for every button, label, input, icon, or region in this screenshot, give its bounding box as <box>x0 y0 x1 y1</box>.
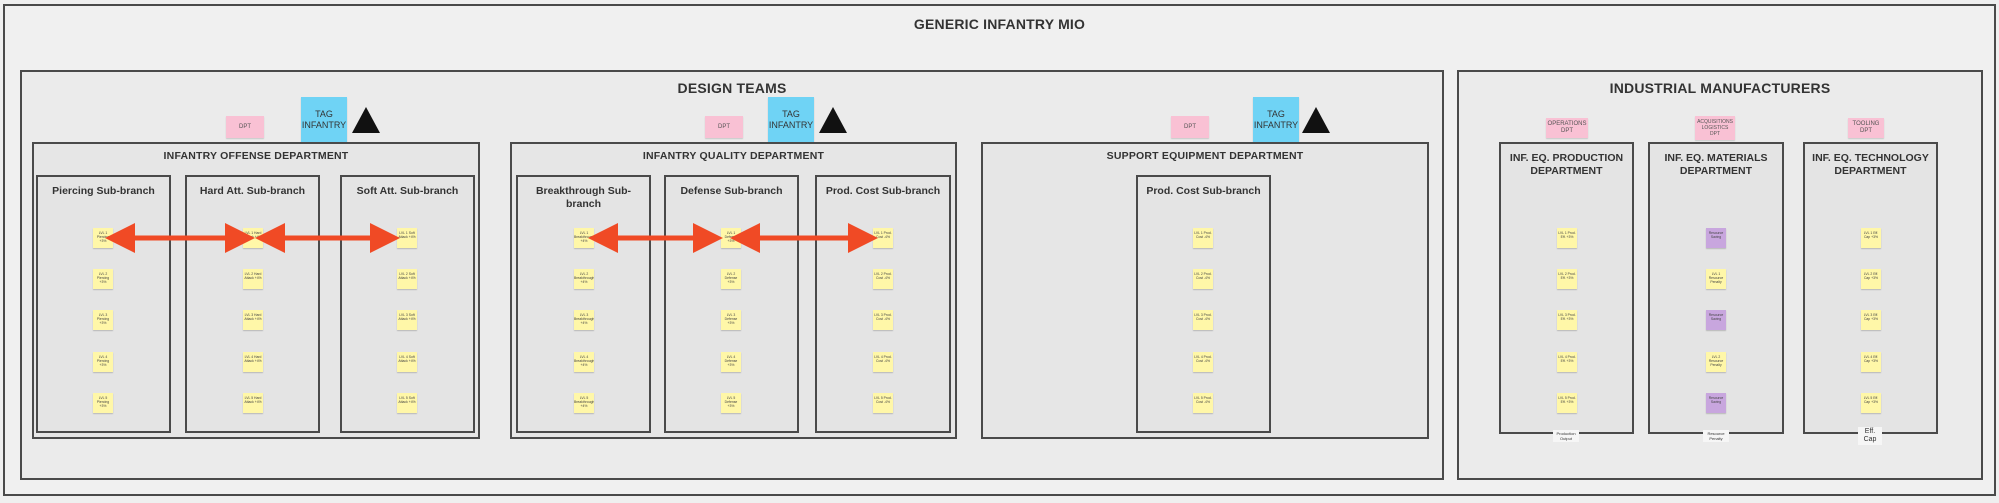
piercing-subbranch: Piercing Sub-branch <box>36 175 171 433</box>
sticky-note-breakthrough[interactable]: LVL 5 Breakthrough +4% <box>574 393 594 413</box>
tag-infantry-quality: TAG INFANTRY <box>768 97 814 143</box>
quality-department-title: INFANTRY QUALITY DEPARTMENT <box>642 150 825 162</box>
tooling-dpt-tag: TOOLING DPT <box>1848 118 1884 138</box>
hard-att-subbranch-title: Hard Att. Sub-branch <box>199 185 306 197</box>
sticky-note-soft[interactable]: LVL 1 Soft Attack +4% <box>397 228 417 248</box>
prod-cost-subbranch-title: Prod. Cost Sub-branch <box>1146 185 1261 197</box>
sticky-note-technology[interactable]: LVL 1 Eff. Cap +3% <box>1861 228 1881 248</box>
technology-department: INF. EQ. TECHNOLOGY DEPARTMENT <box>1803 142 1938 434</box>
sticky-note-breakthrough[interactable]: LVL 4 Breakthrough +4% <box>574 352 594 372</box>
soft-att-subbranch: Soft Att. Sub-branch <box>340 175 475 433</box>
prod-cost-subbranch-quality: Prod. Cost Sub-branch <box>815 175 951 433</box>
sticky-note-prodcost1[interactable]: LVL 4 Prod. Cost -4% <box>873 352 893 372</box>
sticky-note-materials[interactable]: LVL 2 Resource Penalty <box>1706 352 1726 372</box>
sticky-note-hard[interactable]: LVL 5 Hard Attack +4% <box>243 393 263 413</box>
breakthrough-subbranch: Breakthrough Sub-branch <box>516 175 651 433</box>
sticky-note-hard[interactable]: LVL 4 Hard Attack +4% <box>243 352 263 372</box>
technology-department-title: INF. EQ. TECHNOLOGY DEPARTMENT <box>1812 152 1929 177</box>
sticky-note-prodcost1[interactable]: LVL 3 Prod. Cost -4% <box>873 310 893 330</box>
sticky-note-breakthrough[interactable]: LVL 3 Breakthrough +4% <box>574 310 594 330</box>
sticky-note-soft[interactable]: LVL 2 Soft Attack +4% <box>397 269 417 289</box>
materials-department-title: INF. EQ. MATERIALS DEPARTMENT <box>1664 152 1768 177</box>
production-department-title: INF. EQ. PRODUCTION DEPARTMENT <box>1509 152 1624 177</box>
board-title: GENERIC INFANTRY MIO <box>913 16 1086 32</box>
sticky-note-soft[interactable]: LVL 4 Soft Attack +4% <box>397 352 417 372</box>
support-department-title: SUPPORT EQUIPMENT DEPARTMENT <box>1106 150 1304 162</box>
sticky-note-production[interactable]: LVL 5 Prod. Eff. +3% <box>1557 393 1577 413</box>
tag-infantry-support: TAG INFANTRY <box>1253 97 1299 143</box>
sticky-note-production[interactable]: LVL 1 Prod. Eff. +3% <box>1557 228 1577 248</box>
sticky-note-production[interactable]: LVL 3 Prod. Eff. +3% <box>1557 310 1577 330</box>
prod-cost-subbranch-title: Prod. Cost Sub-branch <box>825 185 941 197</box>
defense-subbranch: Defense Sub-branch <box>664 175 799 433</box>
sticky-note-prodcost1[interactable]: LVL 5 Prod. Cost -4% <box>873 393 893 413</box>
sticky-note-technology[interactable]: LVL 3 Eff. Cap +3% <box>1861 310 1881 330</box>
soft-att-subbranch-title: Soft Att. Sub-branch <box>356 185 459 197</box>
sticky-note-soft[interactable]: LVL 5 Soft Attack +4% <box>397 393 417 413</box>
sticky-note-prodcost1[interactable]: LVL 2 Prod. Cost -4% <box>873 269 893 289</box>
dpt-tag-offense: DPT <box>226 116 264 138</box>
breakthrough-subbranch-title: Breakthrough Sub-branch <box>535 185 632 210</box>
prod-cost-subbranch-support: Prod. Cost Sub-branch <box>1136 175 1271 433</box>
sticky-note-materials[interactable]: Resource Saving <box>1706 393 1726 413</box>
dpt-tag-support: DPT <box>1171 116 1209 138</box>
sticky-note-hard[interactable]: LVL 2 Hard Attack +4% <box>243 269 263 289</box>
sticky-note-prodcost2[interactable]: LVL 2 Prod. Cost -4% <box>1193 269 1213 289</box>
triangle-icon <box>819 107 847 133</box>
triangle-icon <box>352 107 380 133</box>
sticky-note-defense[interactable]: LVL 4 Defense +3% <box>721 352 741 372</box>
sticky-note-materials[interactable]: Resource Saving <box>1706 310 1726 330</box>
sticky-note-defense[interactable]: LVL 2 Defense +3% <box>721 269 741 289</box>
triangle-icon <box>1302 107 1330 133</box>
offense-department-title: INFANTRY OFFENSE DEPARTMENT <box>163 150 349 162</box>
piercing-subbranch-title: Piercing Sub-branch <box>52 185 155 197</box>
sticky-note-piercing[interactable]: LVL 4 Piercing +3% <box>93 352 113 372</box>
eff-cap-label: Eff. Cap <box>1858 427 1882 445</box>
sticky-note-prodcost2[interactable]: LVL 4 Prod. Cost -4% <box>1193 352 1213 372</box>
resource-penalty-label: Resource Penalty <box>1703 430 1729 442</box>
sticky-note-hard[interactable]: LVL 3 Hard Attack +4% <box>243 310 263 330</box>
defense-subbranch-title: Defense Sub-branch <box>680 185 783 197</box>
sticky-note-piercing[interactable]: LVL 3 Piercing +3% <box>93 310 113 330</box>
sticky-note-defense[interactable]: LVL 3 Defense +3% <box>721 310 741 330</box>
industrial-title: INDUSTRIAL MANUFACTURERS <box>1609 80 1831 96</box>
sticky-note-materials[interactable]: LVL 1 Resource Penalty <box>1706 269 1726 289</box>
acquisitions-dpt-tag: ACQUISITIONS LOGISTICS DPT <box>1695 116 1735 140</box>
sticky-note-production[interactable]: LVL 2 Prod. Eff. +3% <box>1557 269 1577 289</box>
sticky-note-prodcost2[interactable]: LVL 3 Prod. Cost -4% <box>1193 310 1213 330</box>
hard-att-subbranch: Hard Att. Sub-branch <box>185 175 320 433</box>
sticky-note-prodcost2[interactable]: LVL 5 Prod. Cost -4% <box>1193 393 1213 413</box>
sticky-note-production[interactable]: LVL 4 Prod. Eff. +3% <box>1557 352 1577 372</box>
dpt-tag-quality: DPT <box>705 116 743 138</box>
operations-dpt-tag: OPERATIONS DPT <box>1546 118 1588 138</box>
sticky-note-technology[interactable]: LVL 5 Eff. Cap +3% <box>1861 393 1881 413</box>
sticky-note-defense[interactable]: LVL 5 Defense +3% <box>721 393 741 413</box>
sticky-note-prodcost1[interactable]: LVL 1 Prod. Cost -4% <box>873 228 893 248</box>
sticky-note-technology[interactable]: LVL 4 Eff. Cap +3% <box>1861 352 1881 372</box>
sticky-note-prodcost2[interactable]: LVL 1 Prod. Cost -4% <box>1193 228 1213 248</box>
sticky-note-materials[interactable]: Resource Saving <box>1706 228 1726 248</box>
design-teams-title: DESIGN TEAMS <box>677 80 787 96</box>
sticky-note-technology[interactable]: LVL 2 Eff. Cap +3% <box>1861 269 1881 289</box>
sticky-note-piercing[interactable]: LVL 5 Piercing +3% <box>93 393 113 413</box>
sticky-note-soft[interactable]: LVL 3 Soft Attack +4% <box>397 310 417 330</box>
sticky-note-breakthrough[interactable]: LVL 2 Breakthrough +4% <box>574 269 594 289</box>
tag-infantry-offense: TAG INFANTRY <box>301 97 347 143</box>
production-output-label: Production Output <box>1553 430 1579 442</box>
sticky-note-piercing[interactable]: LVL 2 Piercing +3% <box>93 269 113 289</box>
